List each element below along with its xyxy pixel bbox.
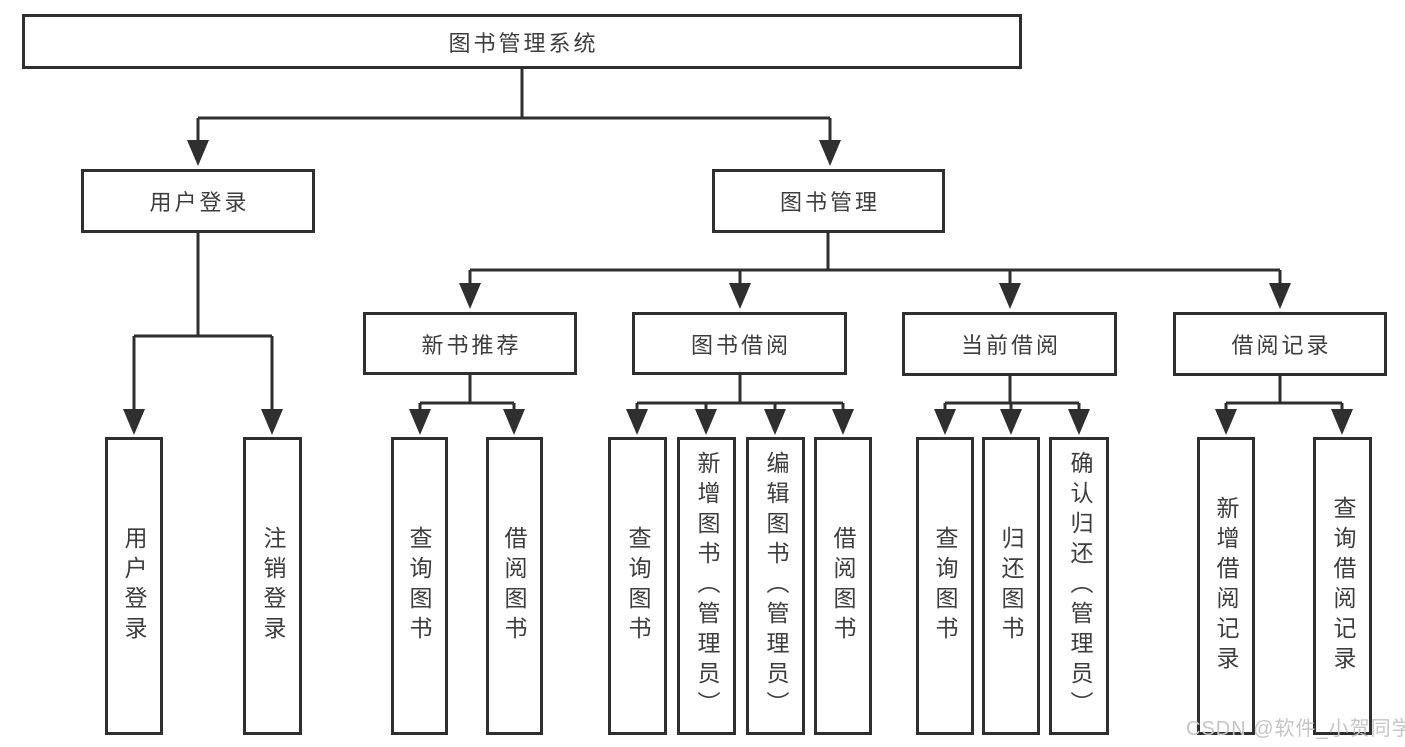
leaf-edit-book-admin: 编辑图书（管理员） bbox=[746, 437, 805, 735]
arrow-down-icon bbox=[832, 409, 854, 435]
node-user-login: 用户登录 bbox=[81, 169, 315, 233]
arrow-down-icon bbox=[729, 283, 751, 309]
arrow-down-icon bbox=[459, 283, 481, 309]
arrow-down-icon bbox=[999, 283, 1021, 309]
arrow-down-icon bbox=[1000, 409, 1022, 435]
arrow-down-icon bbox=[1215, 409, 1237, 435]
leaf-logout-login: 注销登录 bbox=[243, 437, 302, 735]
leaf-add-book-admin: 新增图书（管理员） bbox=[677, 437, 736, 735]
arrow-down-icon bbox=[1331, 409, 1353, 435]
node-root: 图书管理系统 bbox=[22, 14, 1022, 69]
node-new-book-recommend: 新书推荐 bbox=[363, 312, 577, 375]
node-book-management: 图书管理 bbox=[712, 169, 945, 233]
arrow-down-icon bbox=[503, 409, 525, 435]
watermark: CSDN @软件_小贺同学 bbox=[1186, 718, 1405, 740]
arrow-down-icon bbox=[1068, 409, 1090, 435]
leaf-borrow-books-recommend: 借阅图书 bbox=[486, 437, 543, 735]
leaf-borrow-books: 借阅图书 bbox=[814, 437, 872, 735]
leaf-confirm-return-admin: 确认归还（管理员） bbox=[1049, 437, 1109, 735]
leaf-query-borrow-record: 查询借阅记录 bbox=[1313, 437, 1372, 735]
leaf-query-books-current: 查询图书 bbox=[916, 437, 974, 735]
arrow-down-icon bbox=[819, 140, 841, 166]
arrow-down-icon bbox=[261, 409, 283, 435]
leaf-query-books-recommend: 查询图书 bbox=[391, 437, 448, 735]
arrow-down-icon bbox=[764, 409, 786, 435]
node-book-borrow: 图书借阅 bbox=[632, 312, 847, 375]
arrow-down-icon bbox=[1269, 283, 1291, 309]
arrow-down-icon bbox=[934, 409, 956, 435]
arrow-down-icon bbox=[409, 409, 431, 435]
arrow-down-icon bbox=[626, 409, 648, 435]
leaf-return-books: 归还图书 bbox=[982, 437, 1040, 735]
connector-edges bbox=[132, 69, 1344, 410]
node-borrow-records: 借阅记录 bbox=[1173, 312, 1387, 376]
leaf-add-borrow-record: 新增借阅记录 bbox=[1197, 437, 1255, 735]
arrow-down-icon bbox=[187, 140, 209, 166]
arrow-down-icon bbox=[695, 409, 717, 435]
arrowheads bbox=[123, 140, 1353, 435]
arrow-down-icon bbox=[123, 409, 145, 435]
leaf-query-books-borrow: 查询图书 bbox=[608, 437, 667, 735]
node-current-borrow: 当前借阅 bbox=[902, 312, 1117, 376]
leaf-user-login: 用户登录 bbox=[105, 437, 163, 735]
